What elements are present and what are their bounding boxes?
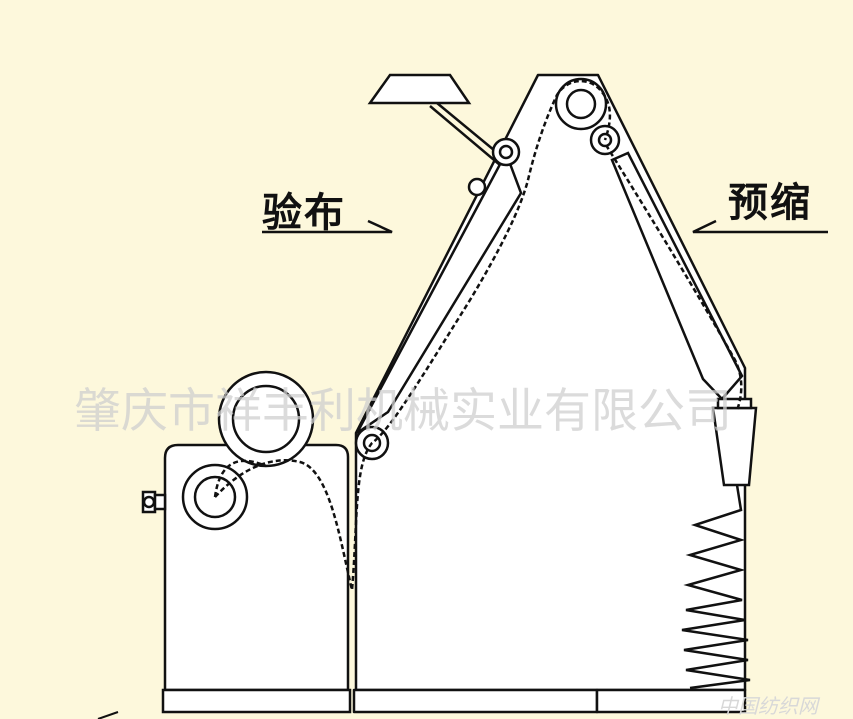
folded-fabric — [681, 484, 751, 690]
preshrink-panel — [610, 151, 744, 401]
label-inspection: 验布 — [262, 190, 346, 236]
roller-top — [554, 77, 608, 131]
label-pointers — [262, 219, 828, 234]
inspection-lamp — [367, 73, 507, 166]
bottom-tick — [97, 711, 119, 719]
inspection-panel — [355, 149, 523, 435]
corner-watermark: 中国纺织网 — [718, 694, 818, 718]
roller-lamp-guide — [491, 137, 521, 167]
fabric-path-upper — [213, 459, 267, 498]
label-preshrink: 预缩 — [728, 180, 812, 226]
folding-funnel — [711, 397, 758, 487]
unwind-unit — [141, 443, 352, 714]
unwind-roll-top — [217, 370, 315, 468]
company-watermark: 肇庆市祥丰利机械实业有限公司 — [74, 384, 732, 439]
fabric-path — [214, 79, 743, 591]
roller-small-left — [467, 177, 487, 197]
